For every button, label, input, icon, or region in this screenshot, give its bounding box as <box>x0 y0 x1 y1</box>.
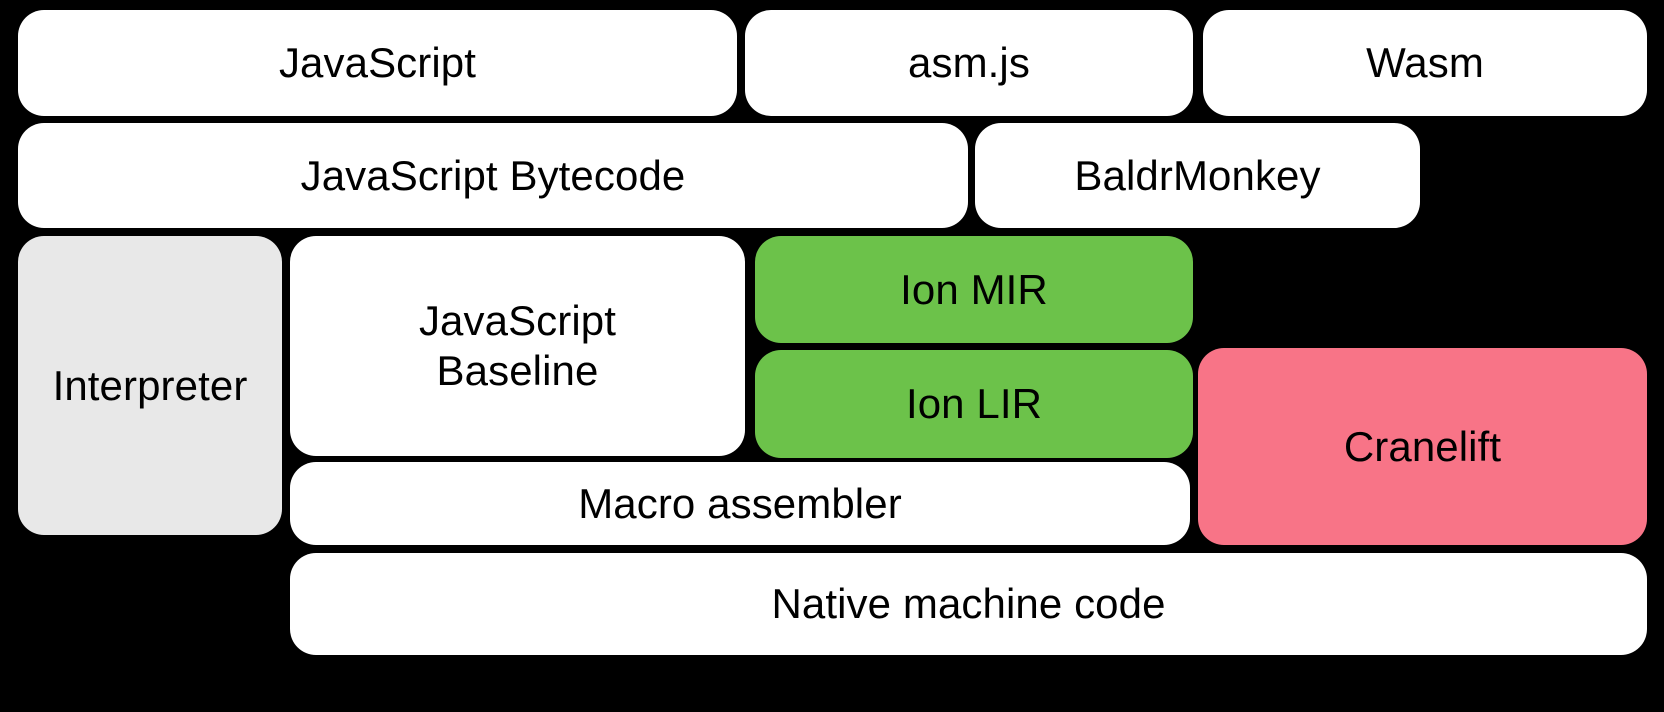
node-wasm: Wasm <box>1203 10 1647 116</box>
node-javascript: JavaScript <box>18 10 737 116</box>
node-label: Ion LIR <box>905 380 1043 428</box>
node-label: Wasm <box>1366 39 1484 87</box>
node-javascript-baseline: JavaScript Baseline <box>290 236 745 456</box>
node-label: asm.js <box>908 39 1030 87</box>
node-interpreter: Interpreter <box>18 236 282 535</box>
node-ion-lir: Ion LIR <box>755 350 1193 458</box>
node-label: Native machine code <box>771 580 1166 628</box>
node-cranelift: Cranelift <box>1198 348 1647 545</box>
node-native-machine-code: Native machine code <box>290 553 1647 655</box>
node-label: Macro assembler <box>578 479 902 527</box>
node-label: Cranelift <box>1343 422 1502 470</box>
node-label: BaldrMonkey <box>1074 151 1321 199</box>
node-label: JavaScript <box>278 39 477 87</box>
node-baldrmonkey: BaldrMonkey <box>975 123 1420 228</box>
node-label: JavaScript Baseline <box>418 297 617 394</box>
node-javascript-bytecode: JavaScript Bytecode <box>18 123 968 228</box>
node-label: JavaScript Bytecode <box>300 151 686 199</box>
node-ion-mir: Ion MIR <box>755 236 1193 343</box>
node-label: Ion MIR <box>900 265 1048 313</box>
node-macro-assembler: Macro assembler <box>290 462 1190 545</box>
node-label: Interpreter <box>52 361 248 409</box>
node-asmjs: asm.js <box>745 10 1193 116</box>
